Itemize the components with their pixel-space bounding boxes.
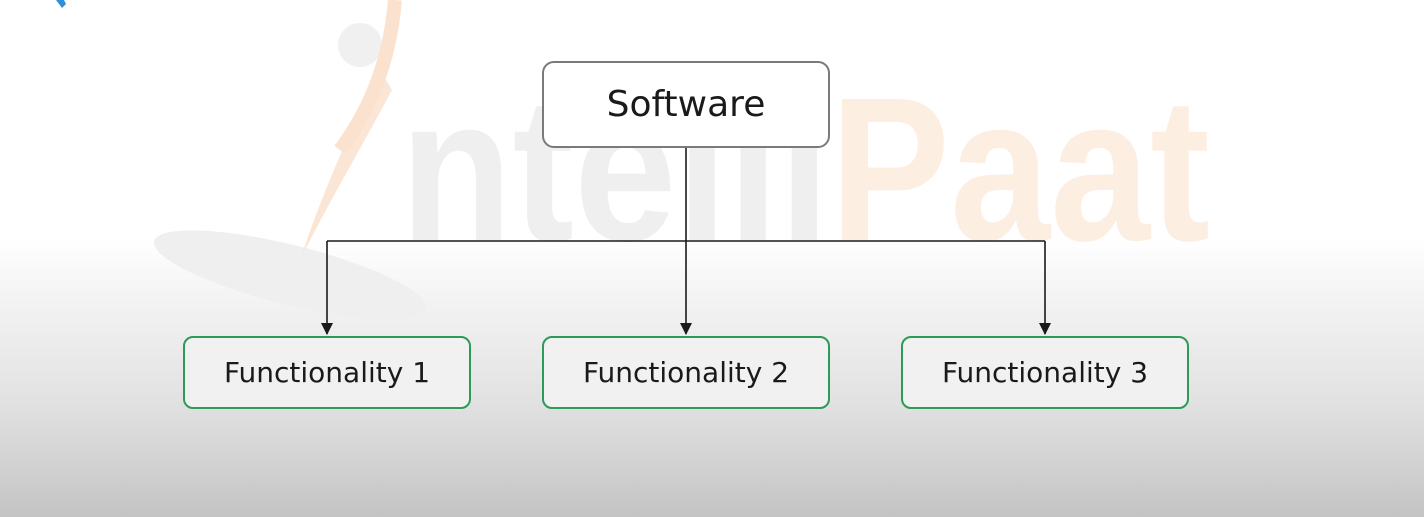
watermark-swoosh — [153, 230, 427, 320]
node-functionality-3-label: Functionality 3 — [941, 356, 1149, 389]
node-functionality-2: Functionality 2 — [542, 336, 830, 409]
node-software: Software — [542, 61, 830, 148]
watermark-figure-body — [300, 70, 392, 260]
node-functionality-2-label: Functionality 2 — [582, 356, 790, 389]
partial-arrow-icon — [56, 0, 66, 8]
node-functionality-3: Functionality 3 — [901, 336, 1189, 409]
node-functionality-1-label: Functionality 1 — [223, 356, 431, 389]
watermark-figure-head — [338, 23, 382, 67]
node-functionality-1: Functionality 1 — [183, 336, 471, 409]
watermark-text-paat: Paat — [830, 55, 1210, 284]
watermark-figure-arm — [334, 0, 402, 155]
node-software-label: Software — [606, 84, 766, 125]
